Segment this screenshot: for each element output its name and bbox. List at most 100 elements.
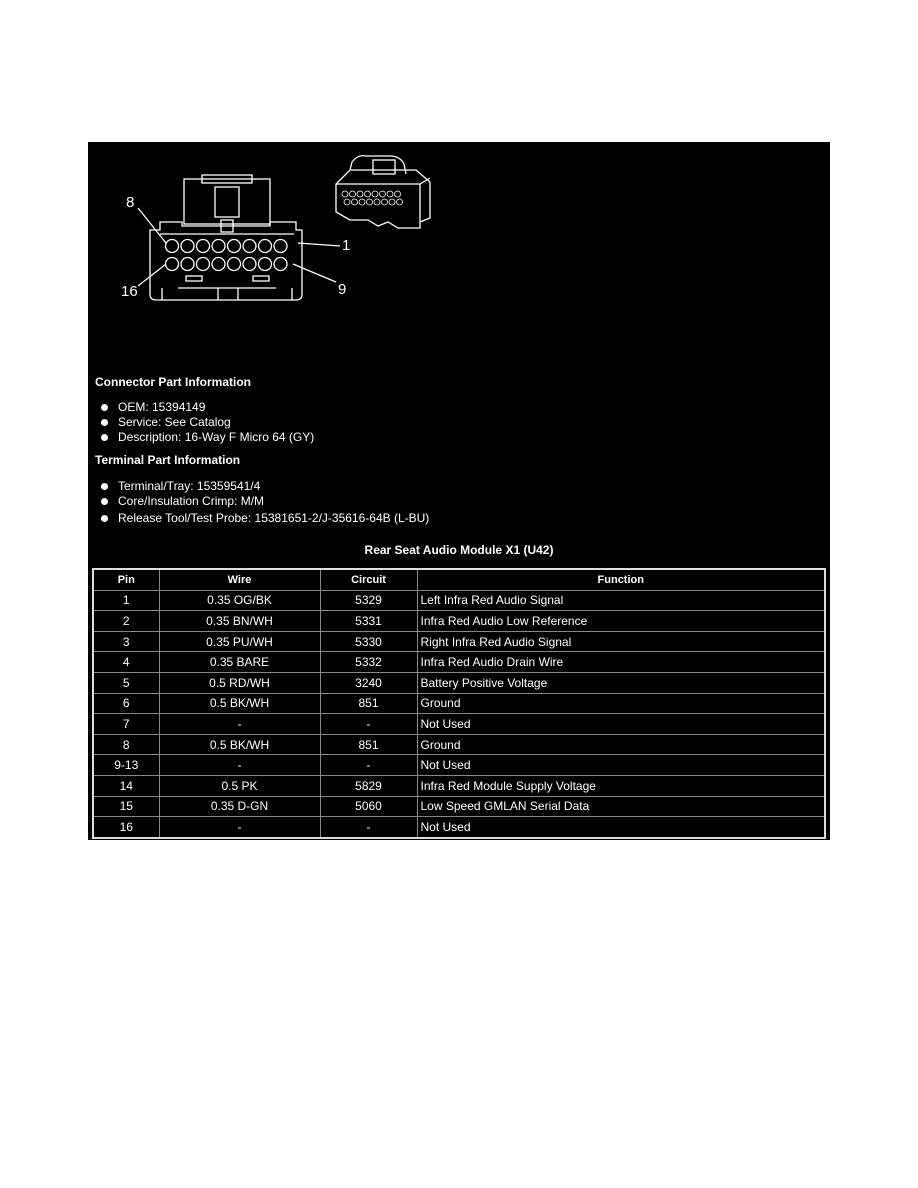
cell-circuit: 3240 (319, 671, 418, 694)
cell-circuit: 5332 (319, 651, 418, 673)
pin-cavity (195, 238, 211, 254)
pin-cavity (273, 238, 288, 254)
pin-cavity (164, 256, 180, 272)
cell-function: Right Infra Red Audio Signal (416, 630, 826, 653)
bullet-icon (101, 404, 108, 411)
pin-cavity (341, 190, 349, 198)
pin-cavity (164, 238, 180, 254)
cell-wire: 0.5 PK (158, 774, 321, 797)
pin-cavity (373, 198, 381, 206)
pin-cavity (273, 256, 288, 272)
cell-function: Not Used (416, 754, 826, 776)
cell-pin: 2 (92, 610, 160, 632)
connector-info-item: Description: 16-Way F Micro 64 (GY) (98, 430, 314, 445)
cell-function: Battery Positive Voltage (416, 671, 826, 694)
pin-cavity (242, 238, 257, 254)
cell-wire: - (158, 713, 321, 735)
pin-cavity (226, 256, 242, 272)
cell-function: Ground (416, 692, 826, 715)
cell-pin: 6 (92, 692, 160, 715)
cell-pin: 16 (92, 816, 160, 839)
connector-info-item: OEM: 15394149 (98, 400, 314, 415)
connector-front-view (137, 174, 341, 301)
cell-pin: 5 (92, 671, 160, 694)
pin-cavity (396, 198, 403, 206)
bullet-icon (101, 515, 108, 522)
cell-circuit: - (319, 713, 418, 735)
header-function: Function (416, 568, 826, 591)
header-circuit: Circuit (319, 568, 418, 591)
cell-circuit: - (319, 754, 418, 776)
bullet-icon (101, 483, 108, 490)
connector-info-item: Service: See Catalog (98, 415, 314, 430)
pin-cavity (211, 238, 226, 254)
pin-cavity (381, 198, 388, 206)
pin-cavity (257, 256, 273, 272)
cell-wire: 0.35 PU/WH (158, 630, 321, 653)
pin-cavity (349, 190, 356, 198)
cell-pin: 15 (92, 795, 160, 818)
terminal-info-item: Core/Insulation Crimp: M/M (98, 494, 429, 509)
cell-circuit: 5330 (319, 630, 418, 653)
bullet-icon (101, 434, 108, 441)
pin-label-16: 16 (121, 283, 138, 300)
pin-cavity (394, 190, 401, 198)
cell-circuit: 5329 (319, 589, 418, 612)
pin-cavity (371, 190, 379, 198)
item-text: Core/Insulation Crimp: M/M (118, 494, 265, 508)
cell-function: Infra Red Module Supply Voltage (416, 774, 826, 797)
cell-function: Infra Red Audio Low Reference (416, 610, 826, 632)
pin-cavity (226, 238, 242, 254)
connector-iso-view (335, 154, 431, 229)
connector-info-heading: Connector Part Information (95, 375, 252, 389)
pin-cavity (386, 190, 394, 198)
pin-label-9: 9 (338, 281, 346, 298)
terminal-info-heading: Terminal Part Information (95, 453, 241, 467)
pin-cavity (211, 256, 226, 272)
pin-label-8: 8 (126, 194, 134, 211)
item-text: Service: See Catalog (118, 415, 231, 429)
header-pin: Pin (92, 568, 160, 591)
cell-circuit: 851 (319, 733, 418, 756)
cell-circuit: 5060 (319, 795, 418, 818)
cell-pin: 3 (92, 630, 160, 653)
pin-cavity (358, 198, 366, 206)
bullet-icon (101, 498, 108, 505)
pin-cavity (195, 256, 211, 272)
table-row: 9-13--Not Used (92, 754, 826, 776)
table-header-row: Pin Wire Circuit Function (92, 568, 826, 591)
pin-cavity (351, 198, 358, 206)
cell-circuit: 5829 (319, 774, 418, 797)
cell-wire: 0.35 BARE (158, 651, 321, 673)
cell-wire: 0.35 D-GN (158, 795, 321, 818)
pin-label-1: 1 (342, 237, 350, 254)
cell-circuit: 851 (319, 692, 418, 715)
pin-cavity (257, 238, 273, 254)
cell-wire: 0.5 RD/WH (158, 671, 321, 694)
pin-cavity (364, 190, 371, 198)
item-text: Terminal/Tray: 15359541/4 (118, 479, 261, 493)
bullet-icon (101, 419, 108, 426)
cell-function: Left Infra Red Audio Signal (416, 589, 826, 612)
cell-function: Not Used (416, 713, 826, 735)
cell-function: Not Used (416, 816, 826, 839)
cell-pin: 9-13 (92, 754, 160, 776)
cell-function: Low Speed GMLAN Serial Data (416, 795, 826, 818)
cell-wire: 0.35 OG/BK (158, 589, 321, 612)
cell-pin: 1 (92, 589, 160, 612)
connector-panel: 8 1 16 9 Connector Part Information OEM:… (88, 142, 830, 840)
table-row: 7--Not Used (92, 713, 826, 735)
pin-cavity (379, 190, 386, 198)
table-title: Rear Seat Audio Module X1 (U42) (364, 543, 554, 557)
cell-pin: 4 (92, 651, 160, 673)
pin-cavity (242, 256, 257, 272)
pin-cavity (180, 256, 195, 272)
cell-circuit: - (319, 816, 418, 839)
terminal-info-item: Terminal/Tray: 15359541/4 (98, 479, 429, 494)
header-wire: Wire (158, 568, 321, 591)
connector-info-list: OEM: 15394149 Service: See Catalog Descr… (98, 400, 314, 445)
